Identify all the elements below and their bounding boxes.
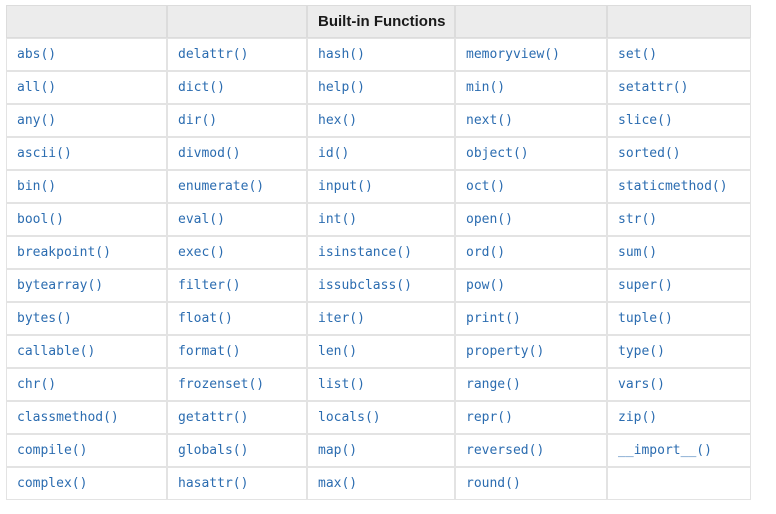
function-cell[interactable]: locals(): [307, 401, 455, 434]
function-cell[interactable]: issubclass(): [307, 269, 455, 302]
function-cell[interactable]: slice(): [607, 104, 751, 137]
function-cell[interactable]: oct(): [455, 170, 607, 203]
table-row: compile()globals()map()reversed()__impor…: [6, 434, 751, 467]
function-cell[interactable]: setattr(): [607, 71, 751, 104]
function-cell[interactable]: all(): [6, 71, 167, 104]
table-row: bin()enumerate()input()oct()staticmethod…: [6, 170, 751, 203]
function-cell[interactable]: help(): [307, 71, 455, 104]
function-cell[interactable]: format(): [167, 335, 307, 368]
function-cell[interactable]: frozenset(): [167, 368, 307, 401]
function-cell[interactable]: bin(): [6, 170, 167, 203]
function-cell[interactable]: memoryview(): [455, 38, 607, 71]
table-header-blank-1: [167, 5, 307, 38]
function-cell[interactable]: chr(): [6, 368, 167, 401]
table-row: bytearray()filter()issubclass()pow()supe…: [6, 269, 751, 302]
function-cell[interactable]: str(): [607, 203, 751, 236]
table-header: Built-in Functions: [6, 5, 751, 38]
function-cell[interactable]: map(): [307, 434, 455, 467]
function-cell[interactable]: enumerate(): [167, 170, 307, 203]
function-cell[interactable]: round(): [455, 467, 607, 500]
function-cell[interactable]: input(): [307, 170, 455, 203]
table-row: chr()frozenset()list()range()vars(): [6, 368, 751, 401]
builtin-functions-table: Built-in Functions abs()delattr()hash()m…: [6, 5, 751, 500]
table-row: callable()format()len()property()type(): [6, 335, 751, 368]
function-cell[interactable]: tuple(): [607, 302, 751, 335]
table-row: all()dict()help()min()setattr(): [6, 71, 751, 104]
table-header-blank-4: [607, 5, 751, 38]
table-row: complex()hasattr()max()round(): [6, 467, 751, 500]
function-cell[interactable]: filter(): [167, 269, 307, 302]
table-row: abs()delattr()hash()memoryview()set(): [6, 38, 751, 71]
function-cell[interactable]: compile(): [6, 434, 167, 467]
function-cell[interactable]: ord(): [455, 236, 607, 269]
table-row: breakpoint()exec()isinstance()ord()sum(): [6, 236, 751, 269]
function-cell[interactable]: breakpoint(): [6, 236, 167, 269]
function-cell[interactable]: ascii(): [6, 137, 167, 170]
function-cell[interactable]: list(): [307, 368, 455, 401]
function-cell[interactable]: pow(): [455, 269, 607, 302]
table-header-blank-0: [6, 5, 167, 38]
function-cell[interactable]: vars(): [607, 368, 751, 401]
function-cell[interactable]: len(): [307, 335, 455, 368]
function-cell[interactable]: dict(): [167, 71, 307, 104]
function-cell[interactable]: float(): [167, 302, 307, 335]
function-cell[interactable]: sum(): [607, 236, 751, 269]
table-row: bytes()float()iter()print()tuple(): [6, 302, 751, 335]
function-cell[interactable]: isinstance(): [307, 236, 455, 269]
function-cell[interactable]: eval(): [167, 203, 307, 236]
function-cell[interactable]: open(): [455, 203, 607, 236]
function-cell[interactable]: hex(): [307, 104, 455, 137]
function-cell[interactable]: sorted(): [607, 137, 751, 170]
function-cell[interactable]: bytes(): [6, 302, 167, 335]
function-cell[interactable]: exec(): [167, 236, 307, 269]
builtin-functions-table-container: Built-in Functions abs()delattr()hash()m…: [6, 5, 751, 500]
function-cell[interactable]: abs(): [6, 38, 167, 71]
function-cell[interactable]: type(): [607, 335, 751, 368]
function-cell[interactable]: getattr(): [167, 401, 307, 434]
function-cell[interactable]: int(): [307, 203, 455, 236]
function-cell[interactable]: iter(): [307, 302, 455, 335]
function-cell[interactable]: complex(): [6, 467, 167, 500]
table-header-title: Built-in Functions: [307, 5, 455, 38]
table-row: classmethod()getattr()locals()repr()zip(…: [6, 401, 751, 434]
function-cell[interactable]: hasattr(): [167, 467, 307, 500]
function-cell[interactable]: set(): [607, 38, 751, 71]
table-header-row: Built-in Functions: [6, 5, 751, 38]
function-cell[interactable]: bytearray(): [6, 269, 167, 302]
table-header-blank-3: [455, 5, 607, 38]
function-cell[interactable]: print(): [455, 302, 607, 335]
function-cell[interactable]: bool(): [6, 203, 167, 236]
function-cell[interactable]: globals(): [167, 434, 307, 467]
function-cell[interactable]: super(): [607, 269, 751, 302]
function-cell[interactable]: zip(): [607, 401, 751, 434]
function-cell[interactable]: classmethod(): [6, 401, 167, 434]
function-cell[interactable]: dir(): [167, 104, 307, 137]
function-cell[interactable]: staticmethod(): [607, 170, 751, 203]
function-cell[interactable]: reversed(): [455, 434, 607, 467]
function-cell[interactable]: id(): [307, 137, 455, 170]
function-cell[interactable]: max(): [307, 467, 455, 500]
function-cell[interactable]: any(): [6, 104, 167, 137]
function-cell[interactable]: hash(): [307, 38, 455, 71]
table-row: bool()eval()int()open()str(): [6, 203, 751, 236]
function-cell[interactable]: min(): [455, 71, 607, 104]
function-cell[interactable]: repr(): [455, 401, 607, 434]
empty-cell: [607, 467, 751, 500]
function-cell[interactable]: property(): [455, 335, 607, 368]
function-cell[interactable]: next(): [455, 104, 607, 137]
table-body: abs()delattr()hash()memoryview()set()all…: [6, 38, 751, 500]
function-cell[interactable]: __import__(): [607, 434, 751, 467]
function-cell[interactable]: delattr(): [167, 38, 307, 71]
table-row: ascii()divmod()id()object()sorted(): [6, 137, 751, 170]
table-row: any()dir()hex()next()slice(): [6, 104, 751, 137]
function-cell[interactable]: divmod(): [167, 137, 307, 170]
function-cell[interactable]: object(): [455, 137, 607, 170]
function-cell[interactable]: range(): [455, 368, 607, 401]
function-cell[interactable]: callable(): [6, 335, 167, 368]
